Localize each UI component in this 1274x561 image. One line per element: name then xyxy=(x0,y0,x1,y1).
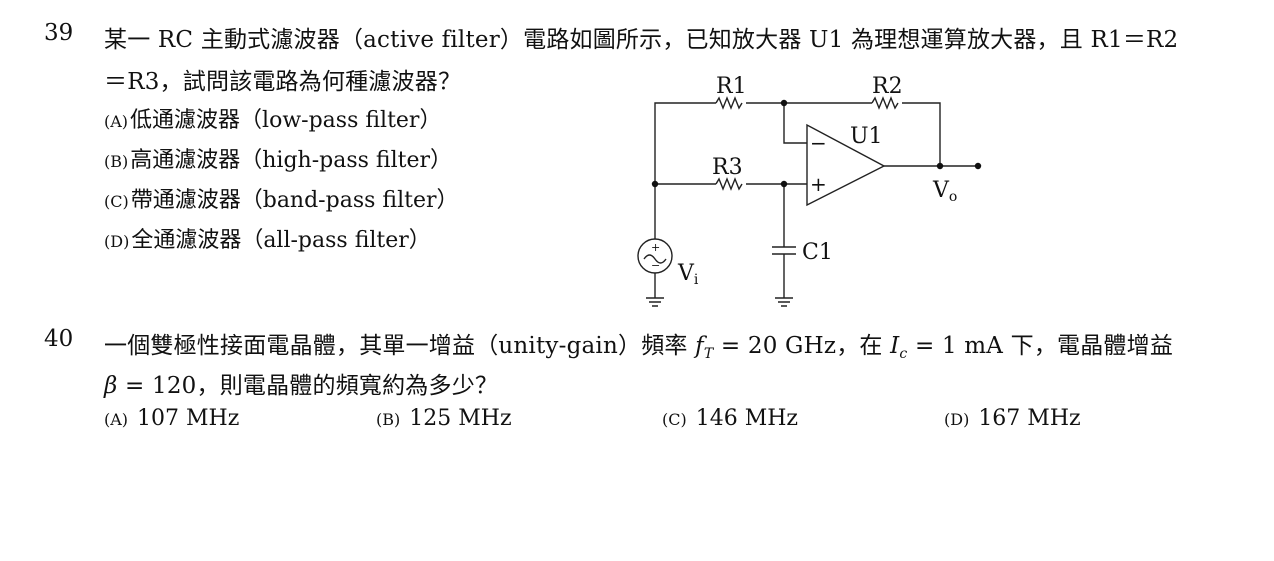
question-40-text-line2: β = 120，則電晶體的頻寬約為多少？ xyxy=(104,366,498,400)
ground-cap xyxy=(775,297,793,307)
q40-text-part: = 120，則電晶體的頻寬約為多少？ xyxy=(117,373,499,399)
opamp-minus-mark: − xyxy=(810,131,827,155)
question-40-number: 40 xyxy=(44,326,74,352)
question-39-number: 39 xyxy=(44,20,74,46)
junction-dot xyxy=(780,99,788,107)
question-39-text-line1: 某一 RC 主動式濾波器（active filter）電路如圖所示，已知放大器 … xyxy=(104,27,1179,53)
option-text: 低通濾波器（low-pass filter） xyxy=(130,108,442,133)
option-mark: (A) xyxy=(104,112,129,131)
question-40-option-a[interactable]: (A) 107 MHz xyxy=(104,406,239,431)
option-mark: (D) xyxy=(944,410,970,429)
option-mark: (C) xyxy=(104,192,129,211)
wire-top-left xyxy=(654,102,716,183)
symbol-i: I xyxy=(890,333,900,359)
symbol-beta: β xyxy=(104,373,118,399)
q40-text-part: 一個雙極性接面電晶體，其單一增益（unity-gain）頻率 xyxy=(104,333,696,359)
label-vi: Vi xyxy=(677,261,699,288)
source-minus-mark: − xyxy=(651,259,660,272)
label-r3: R3 xyxy=(712,155,743,180)
junction-dot xyxy=(936,162,944,170)
question-39-option-b[interactable]: (B)高通濾波器（high-pass filter） xyxy=(104,142,452,174)
source-sine-icon xyxy=(643,254,667,264)
rc-active-filter-circuit: + − − + R1 R2 R3 U1 C1 Vo Vi xyxy=(637,74,982,307)
option-mark: (C) xyxy=(662,410,687,429)
symbol-f: f xyxy=(695,333,704,359)
opamp-u1-body xyxy=(806,123,886,207)
option-mark: (B) xyxy=(104,152,129,171)
option-text: 125 MHz xyxy=(409,406,512,431)
question-40-option-c[interactable]: (C) 146 MHz xyxy=(662,406,798,431)
option-text: 146 MHz xyxy=(695,406,799,431)
label-vo: Vo xyxy=(932,178,957,205)
question-39-option-c[interactable]: (C)帶通濾波器（band-pass filter） xyxy=(104,182,458,214)
question-39-option-d[interactable]: (D)全通濾波器（all-pass filter） xyxy=(104,222,431,254)
junction-dot xyxy=(651,180,659,188)
output-terminal-dot xyxy=(974,162,982,170)
option-text: 107 MHz xyxy=(137,406,240,431)
option-text: 167 MHz xyxy=(978,406,1081,431)
junction-dot xyxy=(780,180,788,188)
option-text: 高通濾波器（high-pass filter） xyxy=(130,148,453,173)
symbol-f-sub: T xyxy=(703,346,714,362)
question-40-text-line1: 一個雙極性接面電晶體，其單一增益（unity-gain）頻率 fT = 20 G… xyxy=(104,326,1173,362)
resistor-r2 xyxy=(871,96,899,110)
symbol-i-sub: c xyxy=(899,346,908,362)
ground-source xyxy=(646,297,664,307)
q40-text-part: = 1 mA 下，電晶體增益 xyxy=(907,333,1174,359)
option-text: 全通濾波器（all-pass filter） xyxy=(131,228,431,253)
question-39-option-a[interactable]: (A)低通濾波器（low-pass filter） xyxy=(104,102,441,134)
opamp-plus-mark: + xyxy=(810,172,827,196)
source-plus-mark: + xyxy=(651,241,660,254)
label-r1: R1 xyxy=(716,74,747,99)
question-40-option-d[interactable]: (D) 167 MHz xyxy=(944,406,1081,431)
option-mark: (D) xyxy=(104,232,130,251)
question-39-text-line2: ＝R3，試問該電路為何種濾波器？ xyxy=(104,69,462,95)
wire-top-right xyxy=(902,102,941,166)
question-40-option-b[interactable]: (B) 125 MHz xyxy=(376,406,512,431)
option-mark: (B) xyxy=(376,410,401,429)
label-r2: R2 xyxy=(872,74,903,99)
q40-text-part: = 20 GHz，在 xyxy=(713,333,891,359)
option-text: 帶通濾波器（band-pass filter） xyxy=(130,188,459,213)
resistor-r3 xyxy=(715,177,743,191)
resistor-r1 xyxy=(715,96,743,110)
label-c1: C1 xyxy=(802,240,833,265)
option-mark: (A) xyxy=(104,410,129,429)
wire-feedback xyxy=(783,103,807,144)
label-u1: U1 xyxy=(850,124,883,149)
